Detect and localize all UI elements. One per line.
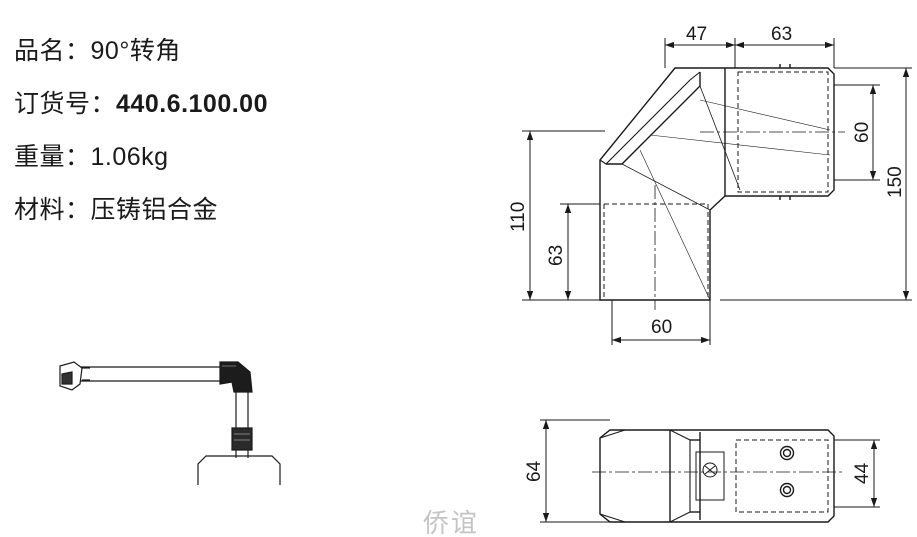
order-number-value: 440.6.100.00 <box>116 90 268 118</box>
dim-110: 110 <box>508 202 529 232</box>
product-name-value: 90°转角 <box>90 37 181 65</box>
front-view <box>599 64 845 310</box>
weight-value: 1.06kg <box>90 143 169 171</box>
bottom-view-dimensions: 64 44 <box>524 419 880 523</box>
dim-47: 47 <box>686 24 707 45</box>
dim-44: 44 <box>852 462 873 484</box>
material-row: 材料：压铸铝合金 <box>14 195 218 225</box>
product-name-label: 品名： <box>14 36 91 65</box>
dim-63-left: 63 <box>546 245 567 266</box>
dim-63-top: 63 <box>771 24 792 45</box>
dim-64: 64 <box>524 460 545 482</box>
order-number-row: 订货号：440.6.100.00 <box>14 89 268 119</box>
bottom-view <box>592 429 842 523</box>
front-view-dimensions: 47 63 60 150 110 63 60 <box>508 24 912 345</box>
order-number-label: 订货号： <box>14 89 117 118</box>
dim-60-bottom: 60 <box>651 317 672 338</box>
weight-label: 重量： <box>14 142 91 171</box>
watermark: 侨谊 <box>423 509 480 537</box>
weight-row: 重量：1.06kg <box>14 142 169 172</box>
dim-150: 150 <box>885 166 906 198</box>
product-name-row: 品名：90°转角 <box>14 36 181 66</box>
dim-60-right: 60 <box>852 122 873 143</box>
usage-illustration <box>59 361 281 485</box>
material-label: 材料： <box>14 195 91 224</box>
material-value: 压铸铝合金 <box>90 195 219 224</box>
